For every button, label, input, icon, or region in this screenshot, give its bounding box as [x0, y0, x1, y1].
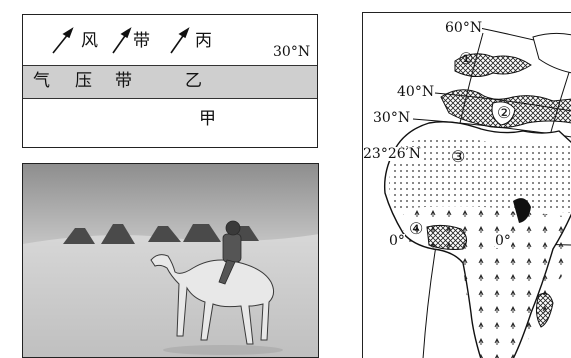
- equator-right-label: 0°: [495, 233, 511, 249]
- wind-label-3: 丙: [195, 31, 212, 51]
- camel: [150, 254, 275, 345]
- marker-1: ①: [459, 49, 474, 68]
- wind-label-1: 风: [81, 31, 98, 51]
- pressure-label-4: 乙: [185, 71, 202, 91]
- rainforest-zone: [426, 224, 467, 250]
- pressure-label-1: 气: [33, 71, 50, 91]
- lat-tropic-label: 23°26′N: [363, 146, 422, 162]
- latitude-label: 30°N: [273, 44, 311, 60]
- lower-label: 甲: [199, 109, 216, 129]
- africa-map: 60°N 40°N 30°N 23°26′N 0° 0° ① ② ③ ④: [362, 12, 571, 358]
- wind-arrow-1: [52, 32, 70, 54]
- rider: [218, 220, 242, 285]
- marker-2: ②: [497, 103, 512, 122]
- pressure-label-2: 压: [75, 71, 92, 91]
- europe-zone-1: [454, 53, 532, 77]
- marker-3: ③: [451, 147, 466, 166]
- wind-arrows: [52, 27, 190, 54]
- camel-rider-image: [23, 164, 318, 357]
- equator-left-label: 0°: [389, 233, 405, 249]
- wind-arrow-1-head: [62, 27, 74, 39]
- wind-arrow-3-head: [178, 27, 190, 39]
- map-drawing: [383, 26, 571, 358]
- highland-patch: [513, 198, 531, 223]
- pressure-belt-diagram: 风 带 丙 30°N 气 压 带 乙 甲: [22, 14, 318, 148]
- lat-30-label: 30°N: [373, 110, 411, 126]
- desert-zone: [389, 137, 571, 213]
- marker-4: ④: [409, 219, 424, 238]
- madagascar: [535, 292, 554, 328]
- lower-belt-row: 甲: [23, 99, 317, 147]
- desert-photo: [22, 163, 319, 358]
- pressure-label-3: 带: [115, 71, 132, 91]
- sea-patch: [491, 101, 516, 126]
- wind-belt-row: 风 带 丙 30°N: [23, 15, 317, 65]
- pyramids: [63, 224, 259, 244]
- lat-40-label: 40°N: [397, 84, 435, 100]
- wind-arrow-2-head: [120, 27, 132, 39]
- lat-60-label: 60°N: [445, 20, 483, 36]
- scandinavia: [532, 32, 571, 74]
- wind-label-2: 带: [133, 31, 150, 51]
- pressure-belt-row: 气 压 带 乙: [23, 65, 317, 99]
